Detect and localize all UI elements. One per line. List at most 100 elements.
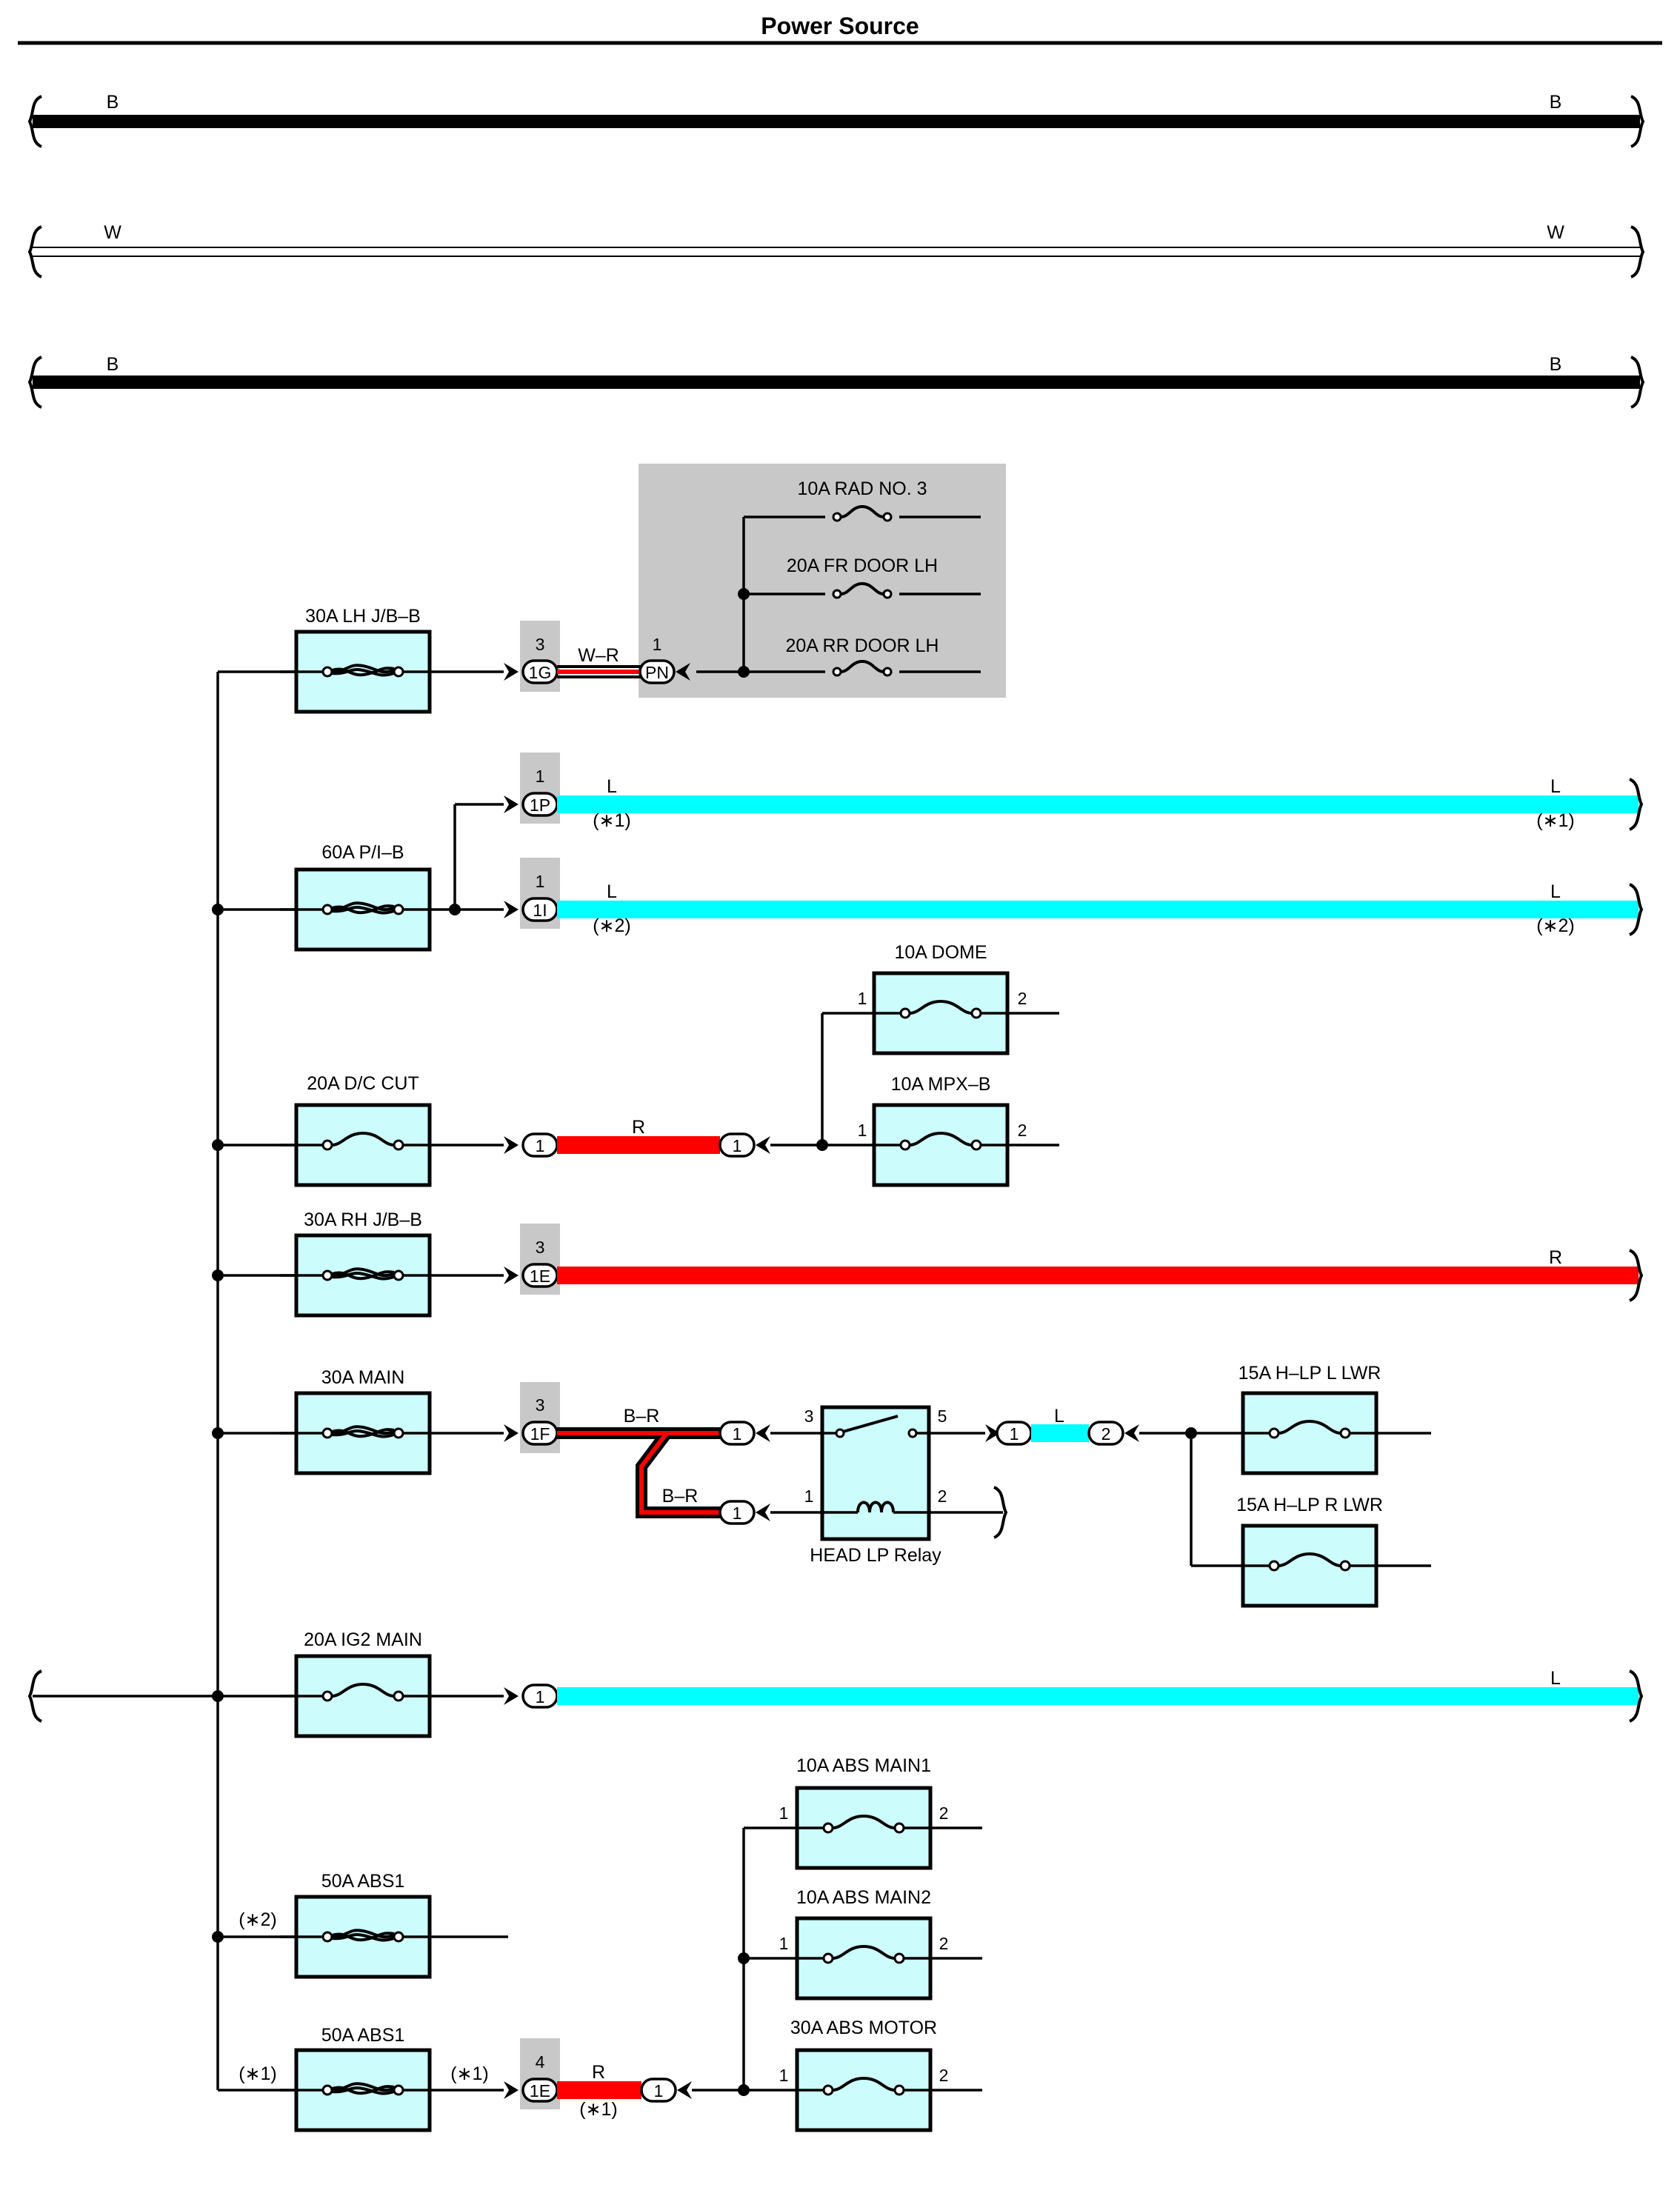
bus-w-code-left: W xyxy=(104,222,121,243)
fuse-mpx-b-label: 10A MPX–B xyxy=(891,1074,991,1095)
note-abs1-star1-left: (∗1) xyxy=(239,2063,277,2084)
row-lh-jb: 30A LH J/B–B 3 1G W–R 1 PN xyxy=(280,606,690,712)
page-title: Power Source xyxy=(761,13,919,39)
row-abs1-star1: 50A ABS1 (∗1) (∗1) 4 1E R (∗1) 1 10A ABS… xyxy=(218,1755,982,2130)
row-abs1-star2: 50A ABS1 (∗2) xyxy=(212,1871,508,1977)
note-abs1-star1-right: (∗1) xyxy=(450,2063,489,2084)
note-abs1-star2: (∗2) xyxy=(239,1909,277,1930)
wire-1p-code-right: L xyxy=(1550,776,1561,797)
bus-w: W W xyxy=(28,222,1644,278)
fuse-rr-door-lh xyxy=(825,657,899,687)
row-main: 30A MAIN 3 1F B–R B–R 1 1 3 xyxy=(212,1363,1431,1606)
note-1p-left: (∗1) xyxy=(593,810,631,831)
fuse-dome-label: 10A DOME xyxy=(894,942,987,963)
wire-hlp-code: L xyxy=(1054,1406,1064,1426)
conn-pn-id: PN xyxy=(645,663,669,682)
wire-rh-code: R xyxy=(1549,1247,1562,1268)
fuse-dome-pin-out: 2 xyxy=(1018,989,1027,1008)
wire-1p-code-left: L xyxy=(607,776,617,797)
row-p-i-b: 60A P/I–B 1 1P L L (∗1) (∗1) 1 1I L L (∗… xyxy=(212,753,1643,950)
conn-pn-pin: 1 xyxy=(653,635,662,654)
conn-relay-3-id: 1 xyxy=(733,1424,742,1444)
note-1i-left: (∗2) xyxy=(593,915,631,936)
fuse-main-label: 30A MAIN xyxy=(321,1367,405,1388)
conn-relay-1-id: 1 xyxy=(733,1504,742,1523)
fuse-lh-jb-label: 30A LH J/B–B xyxy=(305,606,421,627)
relay-pin-2: 2 xyxy=(938,1486,947,1506)
bus-b-bottom-code-right: B xyxy=(1550,354,1562,375)
conn-1i-id: 1I xyxy=(533,901,547,920)
conn-1f-pin: 3 xyxy=(536,1395,545,1415)
wire-ig2-code: L xyxy=(1550,1668,1561,1689)
fuse-dc-cut-label: 20A D/C CUT xyxy=(307,1073,419,1094)
conn-1e-rh-pin: 3 xyxy=(536,1238,545,1257)
conn-hlp-in-id: 1 xyxy=(1010,1424,1019,1444)
fuse-mpx-b-pin-out: 2 xyxy=(1018,1121,1027,1140)
relay-name: HEAD LP Relay xyxy=(810,1545,941,1566)
fuse-abs-main2-pin-in: 1 xyxy=(779,1934,789,1953)
fuse-abs-main2-pin-out: 2 xyxy=(939,1934,949,1953)
conn-1g-pin: 3 xyxy=(536,635,545,654)
row-dc-cut: 20A D/C CUT 1 R 1 10A DOME 1 2 10A MPX–B… xyxy=(212,942,1059,1185)
conn-1p-id: 1P xyxy=(530,795,550,815)
conn-dc-in-id: 1 xyxy=(536,1136,545,1155)
fuse-mpx-b-pin-in: 1 xyxy=(858,1121,867,1140)
bus-b-top: B B xyxy=(28,92,1644,148)
conn-1e-rh-id: 1E xyxy=(530,1267,550,1286)
conn-ig2-id: 1 xyxy=(536,1687,545,1706)
fuse-rh-jb-label: 30A RH J/B–B xyxy=(304,1209,422,1230)
fuse-abs1-b-label: 50A ABS1 xyxy=(321,2025,405,2046)
fuse-rad-no3-label: 10A RAD NO. 3 xyxy=(797,478,927,499)
fuse-fr-door-lh xyxy=(825,579,899,609)
fuse-abs-main1-pin-out: 2 xyxy=(939,1803,949,1823)
note-1i-right: (∗2) xyxy=(1536,915,1575,936)
conn-1e-abs-pin: 4 xyxy=(536,2052,545,2072)
bus-b-bottom-code-left: B xyxy=(107,354,119,375)
fuse-rad-no3 xyxy=(825,502,899,532)
wire-1i-code-right: L xyxy=(1550,881,1561,902)
fuse-p-i-b-label: 60A P/I–B xyxy=(321,842,404,863)
conn-hlp-out-id: 2 xyxy=(1101,1424,1111,1444)
bus-b-top-code-right: B xyxy=(1550,92,1562,113)
bus-b-top-code-left: B xyxy=(107,92,119,113)
conn-1f-id: 1F xyxy=(530,1424,550,1444)
fuse-abs-motor-label: 30A ABS MOTOR xyxy=(790,2018,937,2038)
relay-pin-3: 3 xyxy=(804,1407,814,1426)
relay-coil-icon xyxy=(856,1501,895,1513)
bus-w-code-right: W xyxy=(1547,222,1564,243)
fuse-hlp-r-label: 15A H–LP R LWR xyxy=(1236,1495,1383,1515)
fuse-abs1-a-label: 50A ABS1 xyxy=(321,1871,405,1892)
wire-1i-code-left: L xyxy=(607,881,617,902)
fuse-abs-motor-pin-out: 2 xyxy=(939,2066,949,2085)
conn-1g-id: 1G xyxy=(529,663,552,682)
conn-1p-pin: 1 xyxy=(536,767,545,786)
wire-b-r-upper: B–R xyxy=(624,1406,660,1426)
head-lp-relay xyxy=(820,1405,931,1541)
relay-pin-5: 5 xyxy=(938,1407,947,1426)
fuse-dome-pin-in: 1 xyxy=(858,989,867,1008)
conn-dc-out-id: 1 xyxy=(733,1136,742,1155)
fuse-hlp-l-label: 15A H–LP L LWR xyxy=(1239,1363,1381,1384)
junction-block: 10A RAD NO. 3 20A FR DOOR LH 20A RR DOOR… xyxy=(639,464,1006,698)
fuse-fr-door-lh-label: 20A FR DOOR LH xyxy=(787,555,938,576)
wire-b-r-lower: B–R xyxy=(662,1486,699,1506)
fuse-ig2-label: 20A IG2 MAIN xyxy=(304,1629,422,1650)
wire-w-r-label: W–R xyxy=(578,645,619,666)
row-ig2: 20A IG2 MAIN 1 L xyxy=(212,1629,1643,1736)
conn-abs-out-id: 1 xyxy=(654,2081,664,2100)
note-1p-right: (∗1) xyxy=(1536,810,1575,831)
note-abs-wire-star1: (∗1) xyxy=(579,2099,618,2120)
wire-abs-code: R xyxy=(592,2062,605,2083)
fuse-abs-motor-pin-in: 1 xyxy=(779,2066,789,2085)
fuse-abs-main1-label: 10A ABS MAIN1 xyxy=(796,1755,931,1776)
wire-dc-code: R xyxy=(632,1117,645,1138)
conn-1e-abs-id: 1E xyxy=(530,2081,550,2100)
fuse-abs-main1-pin-in: 1 xyxy=(779,1803,789,1823)
fuse-abs-main2-label: 10A ABS MAIN2 xyxy=(796,1887,931,1908)
row-rh-jb: 30A RH J/B–B 3 1E R xyxy=(212,1209,1643,1315)
fuse-rr-door-lh-label: 20A RR DOOR LH xyxy=(785,635,939,656)
relay-pin-1: 1 xyxy=(804,1486,814,1506)
bus-b-bottom: B B xyxy=(28,354,1644,409)
conn-1i-pin: 1 xyxy=(536,872,545,891)
